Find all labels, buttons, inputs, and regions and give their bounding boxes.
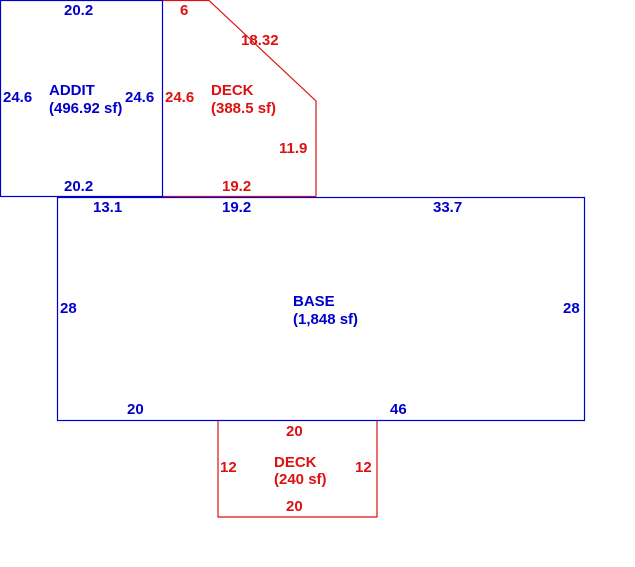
base-bottom-right-dimension: 46 xyxy=(390,401,407,418)
base-top-mid-dimension: 19.2 xyxy=(222,199,251,216)
deck-top-area: 6 18.32 24.6 11.9 19.2 DECK (388.5 sf) xyxy=(163,0,317,198)
deck-bottom-left-dimension: 12 xyxy=(220,459,237,476)
addit-area: 20.2 24.6 24.6 20.2 ADDIT (496.92 sf) xyxy=(0,0,164,198)
deck-bottom-right-dimension: 12 xyxy=(355,459,372,476)
addit-left-dimension: 24.6 xyxy=(3,89,32,106)
base-bottom-left-dimension: 20 xyxy=(127,401,144,418)
base-top-left-dimension: 13.1 xyxy=(93,199,122,216)
deck-top-left-dimension: 24.6 xyxy=(165,89,194,106)
addit-bottom-dimension: 20.2 xyxy=(64,178,93,195)
deck-bottom-area: 20 12 12 20 DECK (240 sf) xyxy=(217,421,378,518)
deck-bottom-area-label: (240 sf) xyxy=(274,471,327,488)
deck-top-outline xyxy=(163,0,317,197)
deck-bottom-bottom-dimension: 20 xyxy=(286,498,303,515)
base-outline xyxy=(56,196,586,422)
deck-bottom-outline xyxy=(217,421,378,518)
base-left-dimension: 28 xyxy=(60,300,77,317)
deck-top-right-dimension: 11.9 xyxy=(279,140,307,157)
deck-top-bottom-dimension: 19.2 xyxy=(222,178,251,195)
addit-outline xyxy=(0,0,164,198)
addit-right-dimension: 24.6 xyxy=(125,89,154,106)
deck-top-name-label: DECK xyxy=(211,82,254,99)
deck-bottom-name-label: DECK xyxy=(274,454,317,471)
deck-top-diagonal-dimension: 18.32 xyxy=(241,32,279,49)
addit-name-label: ADDIT xyxy=(49,82,95,99)
base-area-label: (1,848 sf) xyxy=(293,311,358,328)
base-name-label: BASE xyxy=(293,293,335,310)
base-right-dimension: 28 xyxy=(563,300,580,317)
addit-top-dimension: 20.2 xyxy=(64,2,93,19)
addit-area-label: (496.92 sf) xyxy=(49,100,122,117)
deck-bottom-top-dimension: 20 xyxy=(286,423,303,440)
deck-top-area-label: (388.5 sf) xyxy=(211,100,276,117)
base-top-right-dimension: 33.7 xyxy=(433,199,462,216)
deck-top-top-dimension: 6 xyxy=(180,2,188,19)
base-area: 13.1 19.2 33.7 28 28 20 46 BASE (1,848 s… xyxy=(56,196,586,422)
